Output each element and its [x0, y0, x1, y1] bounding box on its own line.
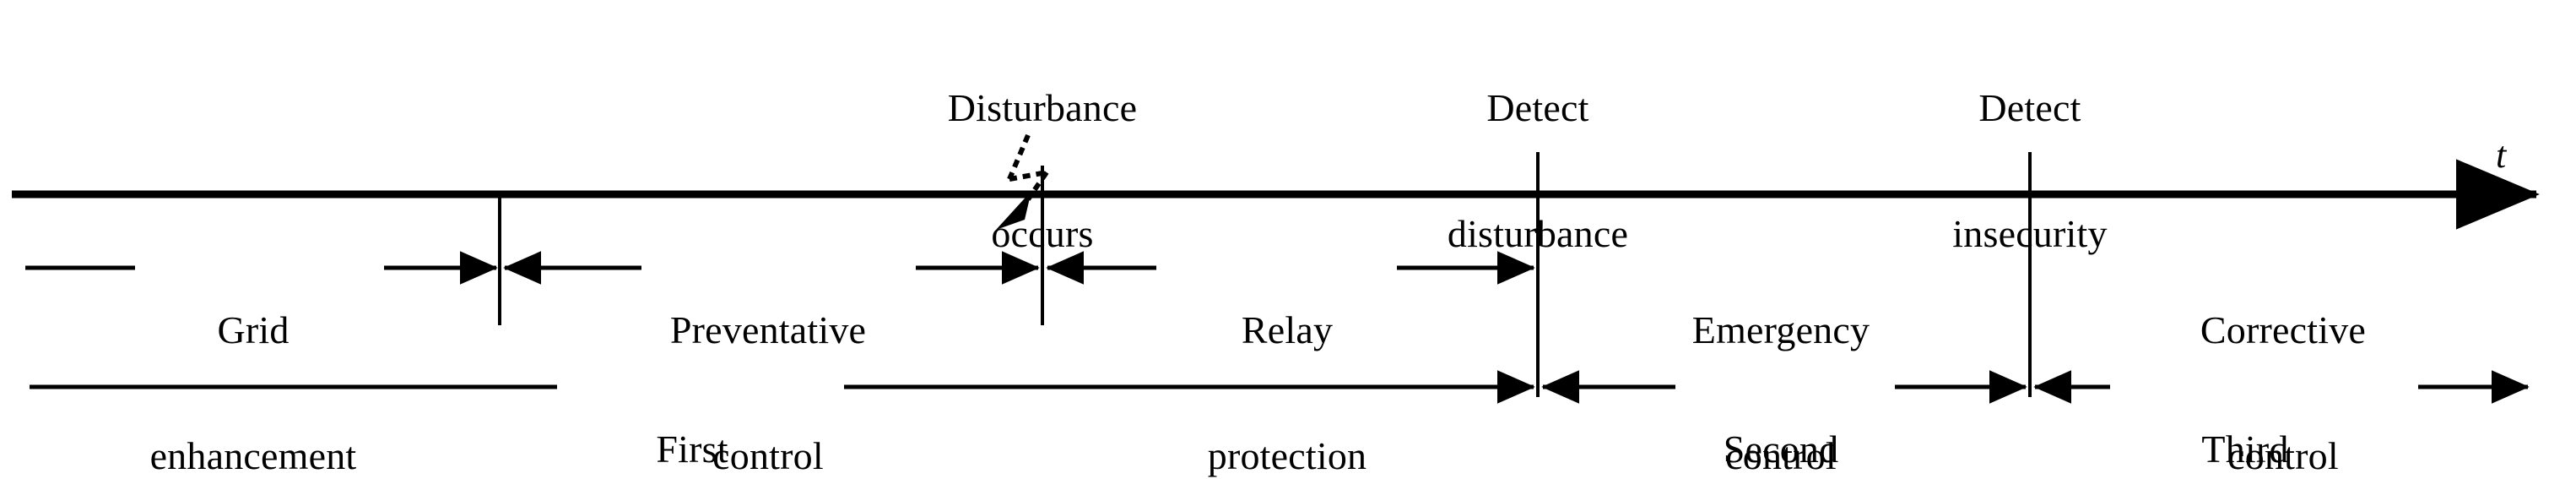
stage-label-preventative-control: Preventative control: [557, 226, 979, 479]
stage-label-line1: Grid: [217, 308, 290, 352]
event-tick-lines: [498, 152, 2032, 397]
stage-label-line1: Emergency: [1691, 308, 1870, 352]
event-label-detect-disturbance: Detect disturbance: [1327, 3, 1749, 339]
defense-line-label-line1: Second: [1723, 427, 1839, 471]
defense-line-label-second: Second defense-line: [1570, 345, 1992, 479]
event-label-line1: Detect: [1486, 86, 1589, 130]
stage-label-line1: Preventative: [669, 308, 867, 352]
stage-label-line2: control: [2227, 434, 2339, 478]
event-label-line1: Detect: [1978, 86, 2081, 130]
event-label-line1: Disturbance: [947, 86, 1138, 130]
stage-label-corrective-control: Corrective control: [2072, 226, 2494, 479]
event-label-line2: occurs: [991, 212, 1094, 256]
axis-variable-label: t: [2496, 134, 2507, 176]
stage-label-line2: protection: [1207, 434, 1367, 478]
event-label-line2: insecurity: [1952, 212, 2108, 256]
defense-line-label-line1: Third: [2201, 427, 2289, 471]
defense-line-label-first: First defense-line: [481, 345, 903, 479]
stage-label-line1: Relay: [1241, 308, 1334, 352]
lightning-icon: [996, 133, 1049, 230]
defense-line-label-third: Third defense-line: [2034, 345, 2456, 479]
stage-label-relay-protection: Relay protection: [1076, 226, 1498, 479]
stage-label-line2: control: [712, 434, 824, 478]
stage-label-line2: control: [1725, 434, 1837, 478]
stage-label-emergency-control: Emergency control: [1570, 226, 1992, 479]
event-label-detect-insecurity: Detect insecurity: [1819, 3, 2241, 339]
stage-label-line1: Corrective: [2200, 308, 2367, 352]
stage-label-grid-enhancement: Grid enhancement: [42, 226, 464, 479]
event-label-disturbance-occurs: Disturbance occurs: [831, 3, 1253, 339]
defense-line-label-line1: First: [656, 427, 728, 471]
stage-label-line2: enhancement: [149, 434, 357, 478]
event-label-line2: disturbance: [1447, 212, 1629, 256]
